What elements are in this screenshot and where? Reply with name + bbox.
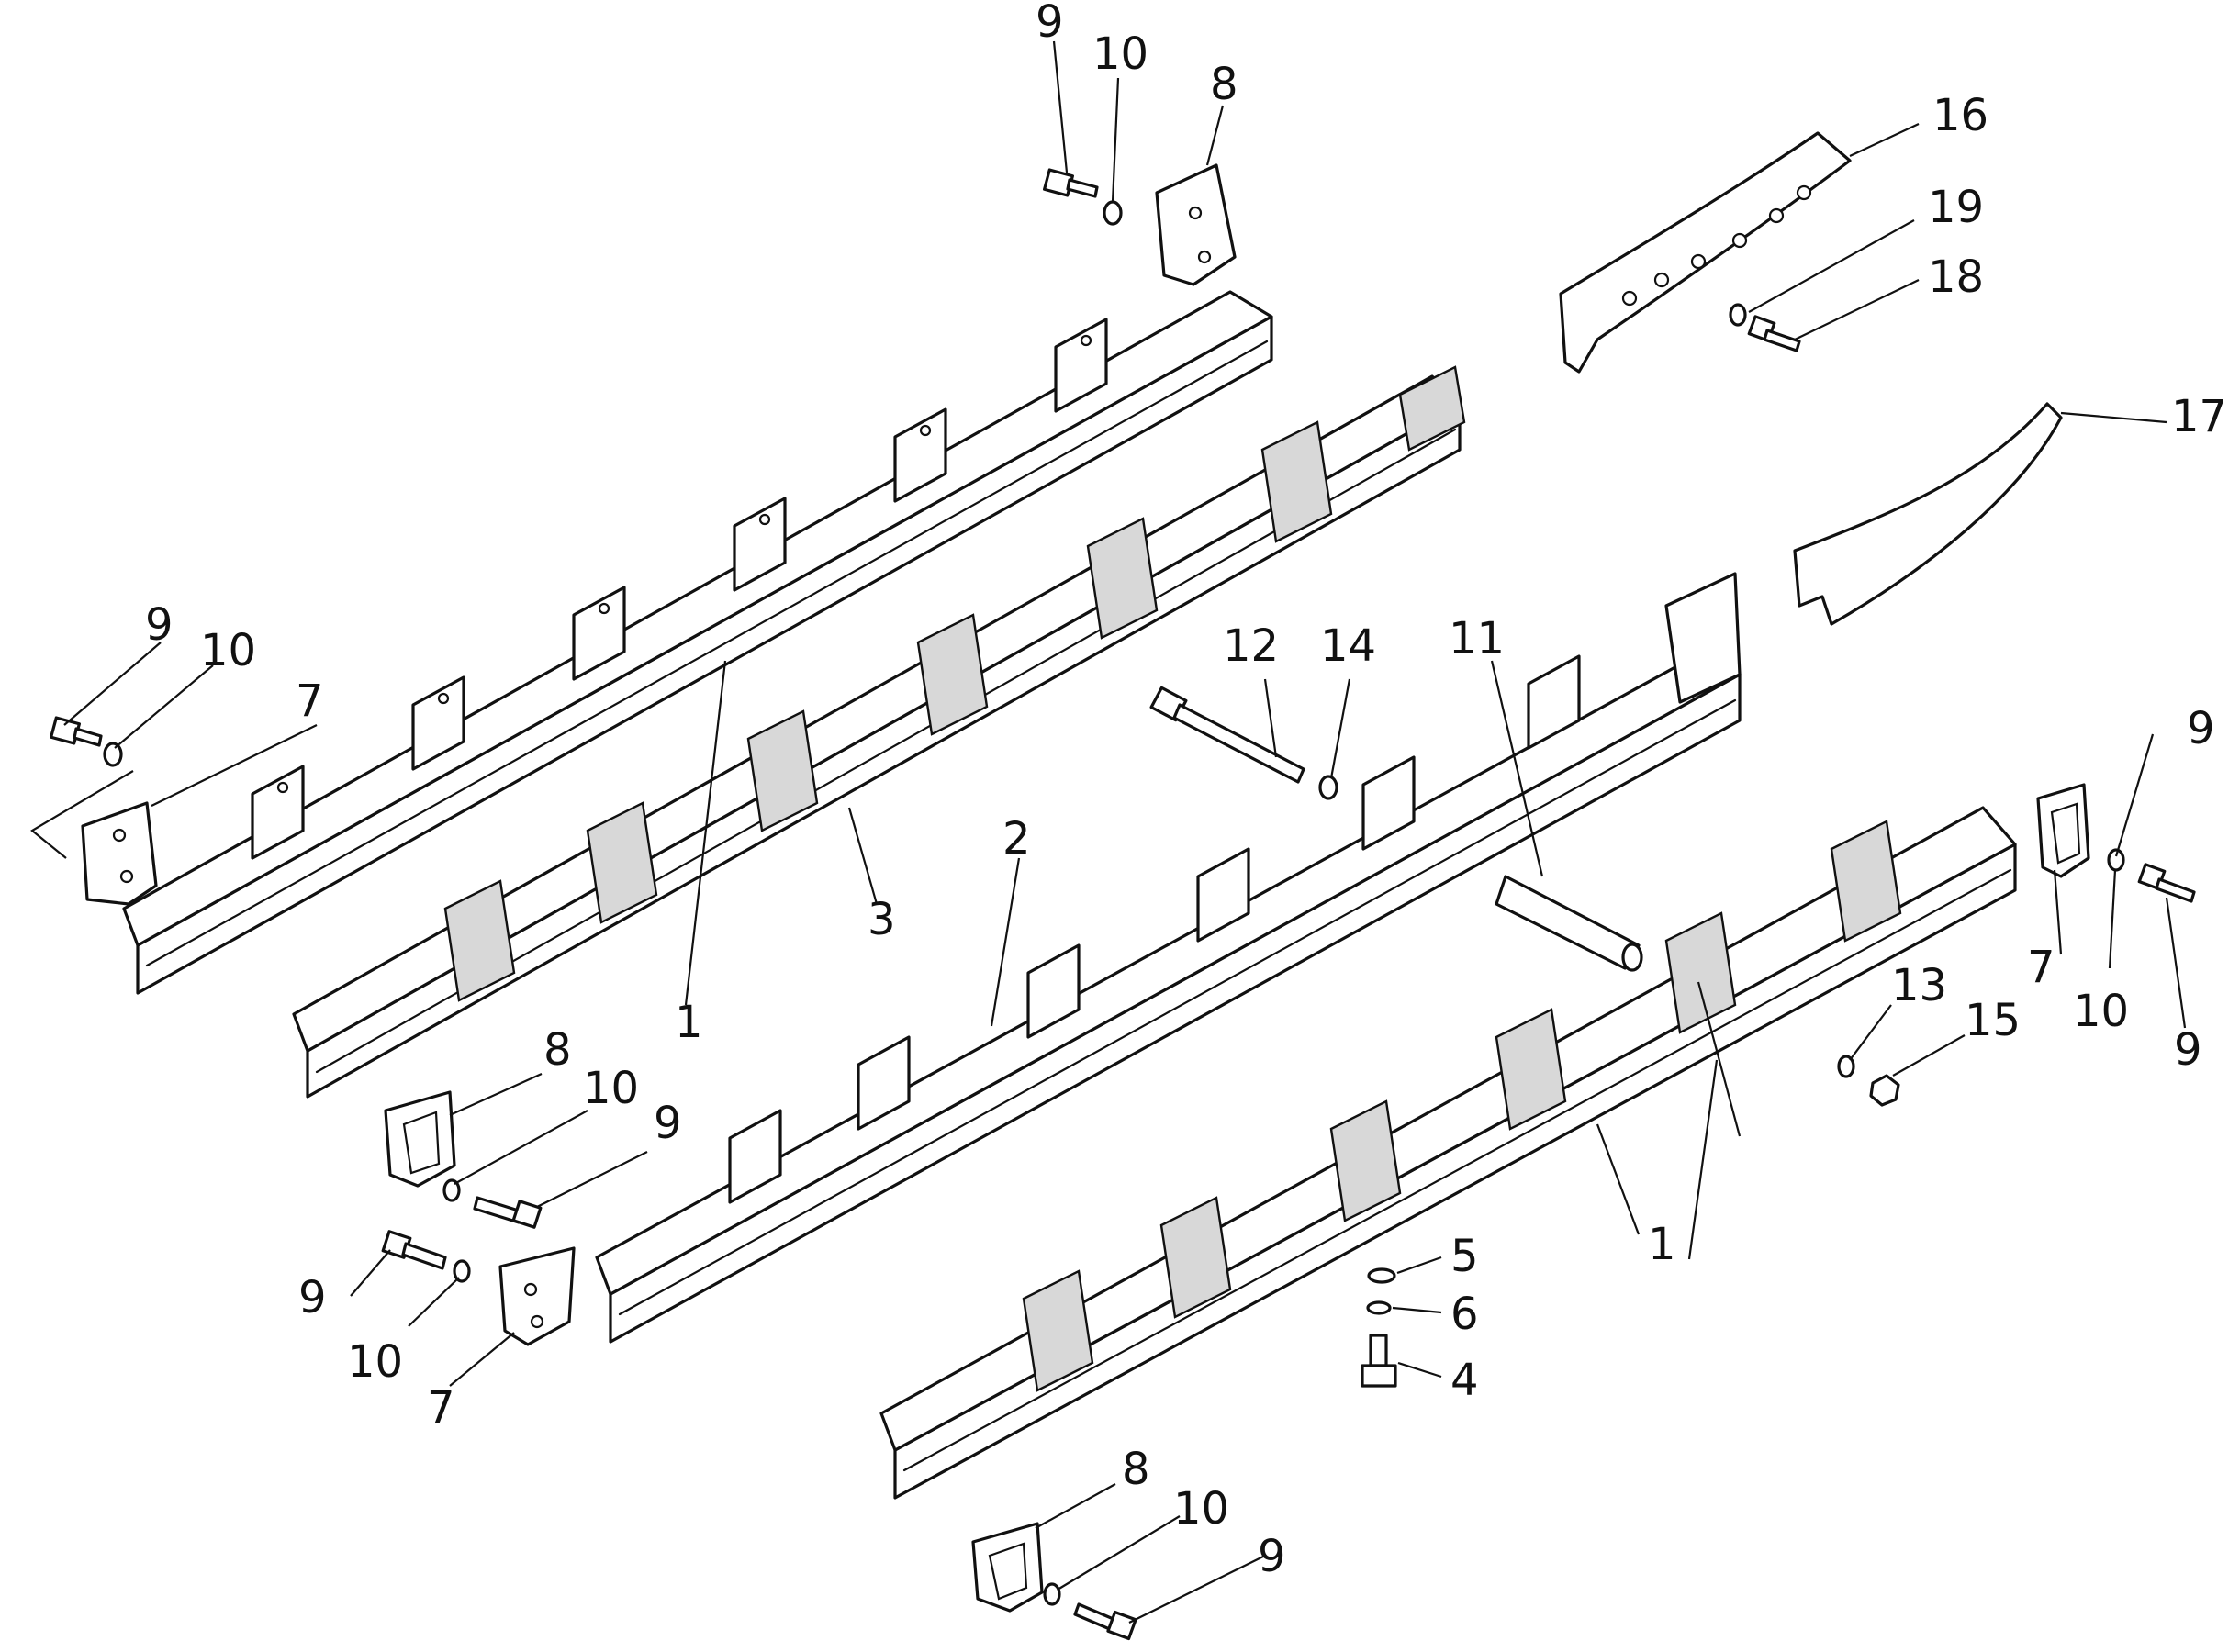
callout-9: 9: [298, 1272, 327, 1323]
callout-18: 18: [1928, 251, 1984, 303]
rail-teeth-upper-left: [251, 318, 1108, 860]
callout-3: 3: [868, 894, 896, 945]
callout-13: 13: [1891, 960, 1947, 1011]
pipe-11: [1495, 875, 1643, 972]
guard-plate-16: [1559, 131, 1852, 374]
callout-12: 12: [1223, 620, 1279, 672]
callout-8: 8: [1210, 59, 1238, 110]
callout-6: 6: [1450, 1289, 1479, 1340]
callout-8: 8: [543, 1024, 572, 1076]
long-bolt-12: [1149, 686, 1305, 784]
callout-16: 16: [1932, 90, 1988, 141]
callout-17: 17: [2171, 391, 2227, 442]
callout-7: 7: [2027, 942, 2055, 993]
callout-10: 10: [1092, 28, 1148, 80]
callout-7: 7: [296, 675, 324, 727]
callout-labels: 9 10 8 16 19 18 17 9 10 7 12 14 11 9 2 3…: [145, 0, 2227, 1582]
callout-11: 11: [1449, 613, 1505, 664]
callout-1: 1: [1648, 1219, 1676, 1270]
callout-10: 10: [2073, 986, 2129, 1037]
callout-1: 1: [675, 997, 703, 1048]
callout-9: 9: [2174, 1024, 2202, 1076]
callout-10: 10: [347, 1336, 403, 1388]
callout-15: 15: [1965, 995, 2021, 1046]
track-guard-rail-with-brackets: [292, 365, 1466, 1099]
mounting-brackets: [81, 163, 2090, 1613]
rail-brackets: [443, 365, 1466, 1002]
track-guard-rail-lower-right: [879, 806, 2017, 1500]
callout-19: 19: [1928, 182, 1984, 233]
callout-9: 9: [1036, 0, 1064, 48]
callout-5: 5: [1450, 1231, 1479, 1282]
callout-2: 2: [1002, 813, 1031, 865]
track-guard-rail-upper-left: [122, 290, 1273, 995]
callout-9: 9: [2187, 703, 2215, 754]
callout-7: 7: [427, 1382, 455, 1434]
callout-4: 4: [1450, 1355, 1479, 1406]
leader-lines: [30, 40, 2187, 1624]
callout-14: 14: [1320, 620, 1376, 672]
callout-10: 10: [200, 625, 256, 676]
rail-brackets-lower: [1022, 820, 1902, 1392]
callout-8: 8: [1122, 1444, 1150, 1495]
callout-10: 10: [1173, 1483, 1229, 1535]
rail-teeth-center: [728, 572, 1742, 1204]
callout-9: 9: [654, 1098, 682, 1149]
track-guard-rail-center: [595, 572, 1742, 1344]
callout-9: 9: [1258, 1531, 1286, 1582]
callout-9: 9: [145, 599, 174, 651]
callout-10: 10: [583, 1063, 639, 1114]
guard-plate-17: [1793, 402, 2063, 626]
